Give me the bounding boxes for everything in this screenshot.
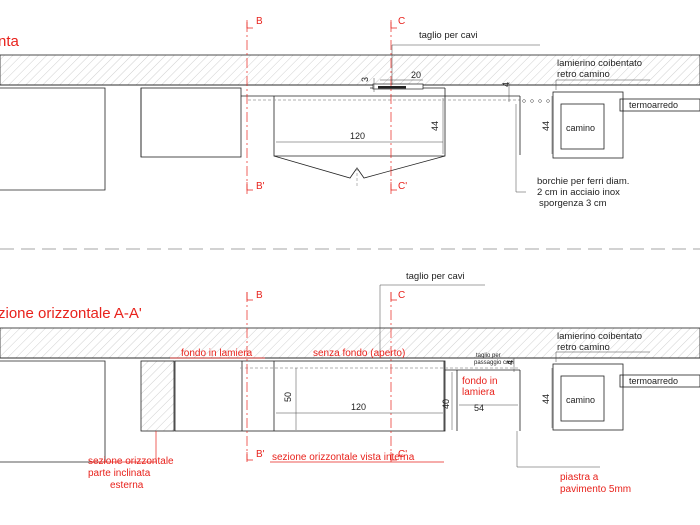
bottom-cable-label: taglio per cavi [406,271,465,282]
top-heater-label: termoarredo [629,100,678,110]
top-mark-b-prime: B' [256,181,265,192]
top-inclined-front [273,155,446,179]
bottom-mark-b: B [256,290,263,301]
top-dim-120: 120 [350,131,365,141]
bottom-view: zione orizzontale A-A' camino termoarred… [0,271,700,495]
bottom-plate-label-1: piastra a [560,472,599,483]
bottom-left-cabinet [0,360,106,463]
bottom-fireplace [552,363,624,431]
top-main-unit-body [273,96,446,157]
top-fireplace-label: camino [566,123,595,133]
bottom-sheet-label-2: retro camino [557,342,610,353]
bottom-dim-50: 50 [283,392,293,402]
top-cable-slot-fill [378,86,406,89]
top-fireplace-inner [560,103,605,150]
top-dim-44: 44 [430,121,440,131]
top-mark-b: B [256,16,263,27]
bottom-sheet-bottom-label: fondo in lamiera [181,348,253,359]
top-dim-3: 3 [360,77,370,82]
top-dim-20: 20 [411,70,421,80]
bottom-dim-120: 120 [351,402,366,412]
top-bolts-label-3: sporgenza 3 cm [539,198,607,209]
bottom-dim-54: 54 [474,403,484,413]
top-dim-4: 4 [501,82,511,87]
bottom-heater [619,374,700,388]
bottom-view-title: zione orizzontale A-A' [0,305,142,322]
top-mark-c: C [398,16,405,27]
bottom-inclined-label-1: sezione orizzontale [88,456,174,467]
top-sheet-label-2: retro camino [557,69,610,80]
top-bolts-label-1: borchie per ferri diam. [537,176,629,187]
bottom-fireplace-inner [560,375,605,422]
bottom-plate-label-2: pavimento 5mm [560,484,631,495]
top-view: nta camino termoarredo [0,16,700,209]
bottom-dim-40: 40 [441,399,451,409]
bottom-mark-b-prime: B' [256,449,265,460]
top-wall [0,54,700,86]
bottom-internal-view-label: sezione orizzontale vista interna [272,452,415,463]
bottom-mark-c: C [398,290,405,301]
top-heater [619,98,700,112]
top-cable-label: taglio per cavi [419,30,478,41]
top-view-title: nta [0,33,20,50]
bottom-inclined-label-3: esterna [110,480,144,491]
bottom-sheet-bottom-right-label-1: fondo in [462,376,498,387]
bottom-cable-pass-label-1: taglio per [476,353,501,359]
bottom-no-bottom-label: senza fondo (aperto) [313,348,405,359]
bottom-dim-44-fire: 44 [541,394,551,404]
bottom-mark-c-prime: C' [398,449,407,460]
top-left-cabinet [0,87,106,191]
bottom-inclined-label-2: parte inclinata [88,468,151,479]
bottom-fireplace-label: camino [566,395,595,405]
top-sheet-label-1: lamierino coibentato [557,58,642,69]
top-bolts-label-2: 2 cm in acciaio inox [537,187,620,198]
bottom-heater-label: termoarredo [629,376,678,386]
top-fireplace [552,91,624,159]
bottom-inclined-section [140,360,175,432]
top-cable-leader [391,44,540,85]
top-mark-c-prime: C' [398,181,407,192]
bottom-dim-4: 4 [505,360,515,365]
top-dim-44-fire: 44 [541,121,551,131]
bottom-sheet-label-1: lamierino coibentato [557,331,642,342]
bottom-cable-pass-label-2: passaggio cavi [474,360,514,366]
bottom-main-unit [174,360,446,432]
top-box [140,87,242,158]
bottom-sheet-bottom-right-label-2: lamiera [462,387,495,398]
